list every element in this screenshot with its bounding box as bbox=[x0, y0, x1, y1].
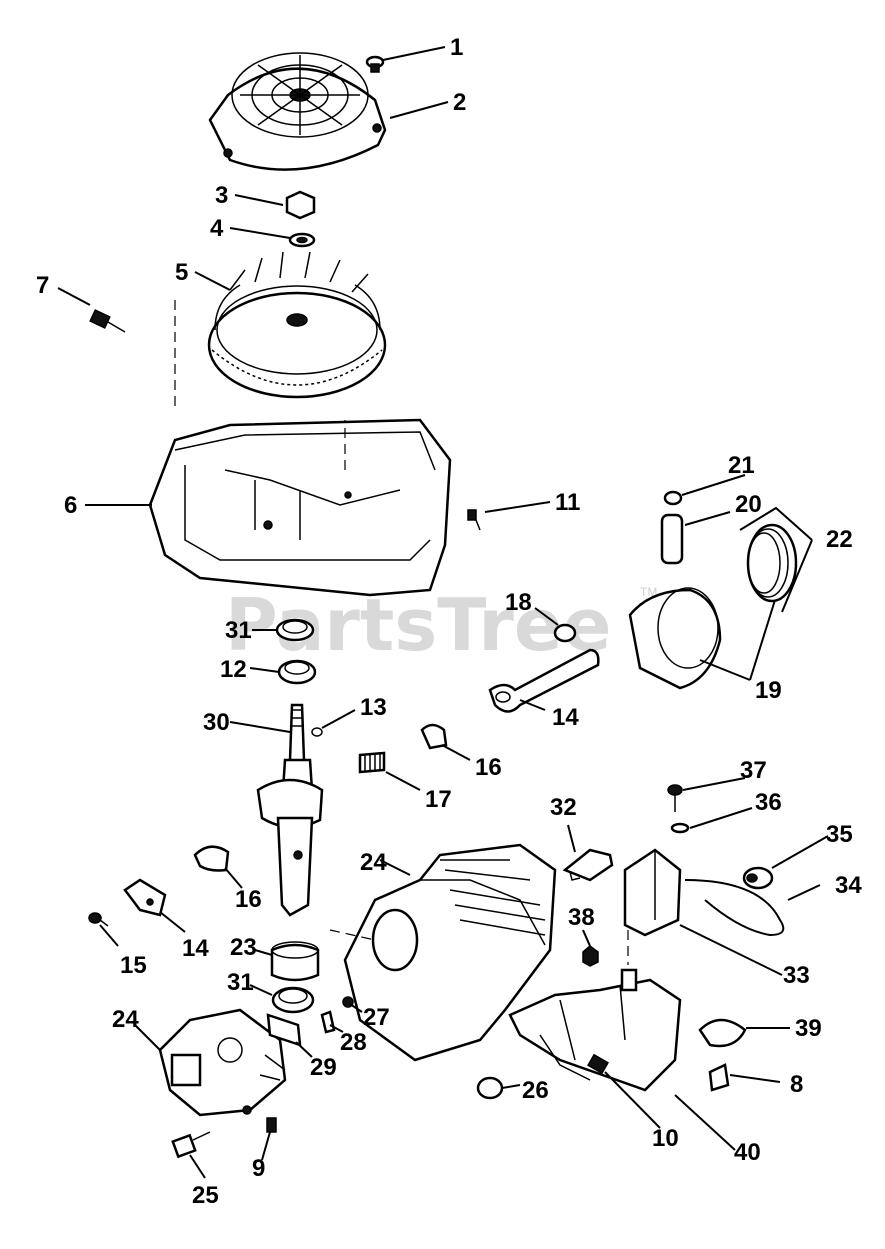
screw-part-37 bbox=[667, 784, 683, 812]
piston-part-19 bbox=[628, 587, 722, 690]
callout-11: 11 bbox=[555, 489, 580, 516]
callout-31-bottom: 31 bbox=[227, 969, 254, 996]
ignition-module-part-33 bbox=[623, 848, 682, 937]
rod-cap-part-16-upper bbox=[420, 723, 448, 750]
spark-plug-part-32 bbox=[562, 848, 614, 882]
plug-part-26 bbox=[476, 1076, 504, 1100]
callout-6: 6 bbox=[64, 492, 77, 519]
piston-rings-part-22 bbox=[746, 523, 798, 603]
callout-labels: 1 2 3 4 5 7 6 11 21 20 22 18 31 12 19 30… bbox=[36, 34, 862, 1209]
connecting-rod-part-14-lower bbox=[123, 878, 167, 917]
leader-lines bbox=[57, 46, 829, 1179]
callout-14-lower: 14 bbox=[182, 935, 209, 962]
nut-part-3 bbox=[285, 190, 316, 220]
fitting-part-8 bbox=[708, 1063, 730, 1092]
callout-38: 38 bbox=[568, 904, 595, 931]
screw-part-25 bbox=[171, 1131, 211, 1159]
connecting-rod-part-14-upper bbox=[488, 648, 600, 713]
needle-bearing-part-17 bbox=[358, 751, 386, 774]
screw-part-7 bbox=[89, 309, 126, 333]
washer-part-4 bbox=[288, 232, 316, 248]
bearing-part-23 bbox=[270, 941, 320, 982]
callout-35: 35 bbox=[826, 821, 853, 848]
callout-10: 10 bbox=[652, 1125, 679, 1152]
clip-part-39 bbox=[698, 1018, 747, 1048]
callout-40: 40 bbox=[734, 1139, 761, 1166]
screw-part-9 bbox=[266, 1117, 277, 1133]
trademark: TM bbox=[640, 585, 657, 599]
piston-pin-part-20 bbox=[660, 513, 684, 565]
plug-boot-part-35 bbox=[742, 866, 774, 890]
callout-21: 21 bbox=[728, 452, 755, 479]
callout-15: 15 bbox=[120, 952, 147, 979]
callout-39: 39 bbox=[795, 1015, 822, 1042]
crankshaft-part-30 bbox=[256, 703, 324, 917]
screw-part-15 bbox=[88, 912, 109, 927]
screw-part-10 bbox=[587, 1053, 609, 1075]
bearing-part-18 bbox=[553, 623, 577, 643]
callout-31-top: 31 bbox=[225, 617, 252, 644]
washer-part-36 bbox=[670, 822, 690, 834]
callout-26: 26 bbox=[522, 1077, 549, 1104]
ignition-lead-part-34 bbox=[684, 879, 785, 937]
callout-29: 29 bbox=[310, 1054, 337, 1081]
seal-part-31-bottom bbox=[271, 986, 315, 1014]
callout-2: 2 bbox=[453, 89, 466, 116]
callout-24-center: 24 bbox=[360, 849, 387, 876]
callout-14-upper: 14 bbox=[552, 704, 579, 731]
callout-28: 28 bbox=[340, 1029, 367, 1056]
callout-16-upper: 16 bbox=[475, 754, 502, 781]
base-shroud-part-6 bbox=[148, 300, 452, 597]
callout-3: 3 bbox=[215, 182, 228, 209]
blower-housing bbox=[208, 52, 387, 171]
rod-cap-part-16-lower bbox=[193, 845, 230, 872]
callout-30: 30 bbox=[203, 709, 230, 736]
key-part-13 bbox=[311, 727, 323, 737]
screw-part-11 bbox=[467, 509, 481, 531]
callout-1: 1 bbox=[450, 34, 463, 61]
callout-36: 36 bbox=[755, 789, 782, 816]
nut-part-38 bbox=[582, 945, 599, 967]
callout-23: 23 bbox=[230, 934, 257, 961]
callout-13: 13 bbox=[360, 694, 387, 721]
crankcase-part-40 bbox=[508, 930, 682, 1092]
callout-12: 12 bbox=[220, 656, 247, 683]
cylinder-part-24 bbox=[329, 843, 557, 1062]
callout-27: 27 bbox=[363, 1004, 390, 1031]
callout-17: 17 bbox=[425, 786, 452, 813]
callout-9: 9 bbox=[252, 1155, 265, 1182]
clip-part-28 bbox=[320, 1010, 336, 1034]
callout-33: 33 bbox=[783, 962, 810, 989]
callout-20: 20 bbox=[735, 491, 762, 518]
screw-part-1 bbox=[365, 55, 385, 73]
callout-4: 4 bbox=[210, 215, 224, 242]
flywheel-part-5 bbox=[207, 251, 387, 399]
carburetor-part-24 bbox=[158, 1008, 287, 1117]
callout-25: 25 bbox=[192, 1182, 219, 1209]
seal-part-31-top bbox=[275, 618, 315, 642]
callout-19: 19 bbox=[755, 677, 782, 704]
callout-32: 32 bbox=[550, 794, 577, 821]
callout-34: 34 bbox=[835, 872, 862, 899]
callout-37: 37 bbox=[740, 757, 767, 784]
callout-16-lower: 16 bbox=[235, 886, 262, 913]
bearing-part-12 bbox=[277, 659, 317, 685]
callout-7: 7 bbox=[36, 272, 49, 299]
callout-22: 22 bbox=[826, 526, 853, 553]
retainer-part-21 bbox=[663, 490, 683, 506]
callout-5: 5 bbox=[175, 259, 188, 286]
callout-24-left: 24 bbox=[112, 1006, 139, 1033]
callout-18: 18 bbox=[505, 589, 532, 616]
callout-8: 8 bbox=[790, 1071, 803, 1098]
